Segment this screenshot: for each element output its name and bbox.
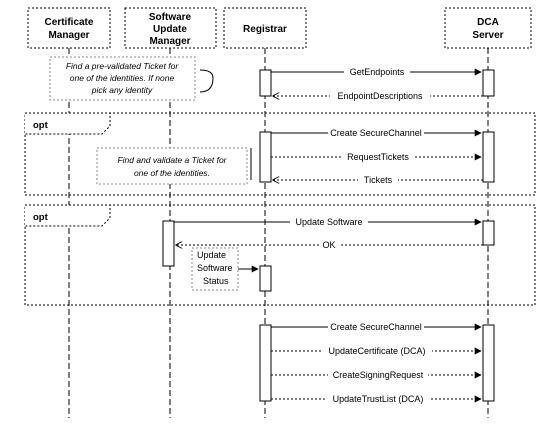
message-label: EndpointDescriptions <box>337 91 423 101</box>
participant-label-line: Registrar <box>243 24 287 35</box>
activation-dca-server <box>482 324 495 402</box>
opt-fragment-label: opt <box>33 212 49 223</box>
message-update-trust-list: UpdateTrustList (DCA) <box>271 393 482 404</box>
activation-dca-server <box>482 220 495 246</box>
label-background <box>330 90 430 101</box>
message-endpoint-descriptions: EndpointDescriptions <box>273 90 483 101</box>
message-create-signing-request: CreateSigningRequest <box>271 369 482 380</box>
participant-label-line: Manager <box>149 36 190 47</box>
participant-label-line: Manager <box>48 30 89 41</box>
note-connector <box>199 69 214 93</box>
label-background <box>328 321 424 332</box>
label-background <box>328 369 428 380</box>
note-find-and-validate-ticket: Find and validate a Ticket for one of th… <box>96 147 252 185</box>
message-label: Create SecureChannel <box>330 322 422 332</box>
message-create-secure-channel-2: Create SecureChannel <box>271 321 482 332</box>
message-label: UpdateTrustList (DCA) <box>333 394 424 404</box>
label-background <box>322 345 432 356</box>
message-label: Update Software <box>295 217 362 227</box>
note-line: Update <box>197 250 226 260</box>
message-create-secure-channel: Create SecureChannel <box>271 127 482 138</box>
message-tickets: Tickets <box>273 174 483 185</box>
note-line: pick any identity <box>91 85 153 95</box>
message-label: Create SecureChannel <box>330 128 422 138</box>
participant-certificate-manager: Certificate Manager <box>27 7 111 49</box>
note-line: one of the identities. If none <box>70 73 175 83</box>
message-label: CreateSigningRequest <box>333 370 424 380</box>
label-background <box>319 239 339 250</box>
activation-dca-server <box>482 131 495 183</box>
message-get-endpoints: GetEndpoints <box>271 66 482 77</box>
participant-label-line: Certificate <box>45 17 94 28</box>
note-update-software-status: Update Software Status <box>191 247 259 291</box>
activation-software-update-manager <box>162 220 175 267</box>
participant-dca-server: DCA Server <box>444 7 532 49</box>
activation-dca-server <box>482 69 495 97</box>
note-line: Find a pre-validated Ticket for <box>66 61 180 71</box>
note-line: Status <box>203 276 229 286</box>
participant-software-update-manager: Software Update Manager <box>124 7 217 49</box>
message-ok: OK <box>176 239 483 250</box>
opt-fragment-label: opt <box>33 120 49 131</box>
message-label: UpdateCertificate (DCA) <box>328 346 425 356</box>
label-background <box>290 216 368 227</box>
activation-registrar <box>259 131 272 183</box>
participant-registrar: Registrar <box>223 7 307 49</box>
label-background <box>328 127 424 138</box>
message-label: GetEndpoints <box>350 67 405 77</box>
activation-registrar <box>259 324 272 402</box>
message-request-tickets: RequestTickets <box>271 151 482 162</box>
message-update-certificate: UpdateCertificate (DCA) <box>271 345 482 356</box>
message-label: RequestTickets <box>347 152 409 162</box>
note-find-pre-validated-ticket: Find a pre-validated Ticket for one of t… <box>49 56 214 101</box>
participant-label-line: Server <box>472 30 503 41</box>
message-label: OK <box>322 240 335 250</box>
participant-label-line: Software <box>149 12 192 23</box>
participant-label-line: Update <box>153 24 187 35</box>
note-line: Find and validate a Ticket for <box>117 155 227 165</box>
participant-label-line: DCA <box>477 17 499 28</box>
activation-registrar <box>259 265 272 292</box>
note-line: Software <box>197 263 233 273</box>
label-background <box>358 174 398 185</box>
label-background <box>325 393 431 404</box>
label-background <box>343 151 413 162</box>
note-line: one of the identities. <box>134 168 210 178</box>
activation-registrar <box>259 69 272 97</box>
opt-fragment-2: opt <box>24 204 536 306</box>
message-update-software: Update Software <box>174 216 482 227</box>
opt-fragment-1: opt <box>24 112 536 196</box>
message-label: Tickets <box>364 175 393 185</box>
label-background <box>344 66 410 77</box>
